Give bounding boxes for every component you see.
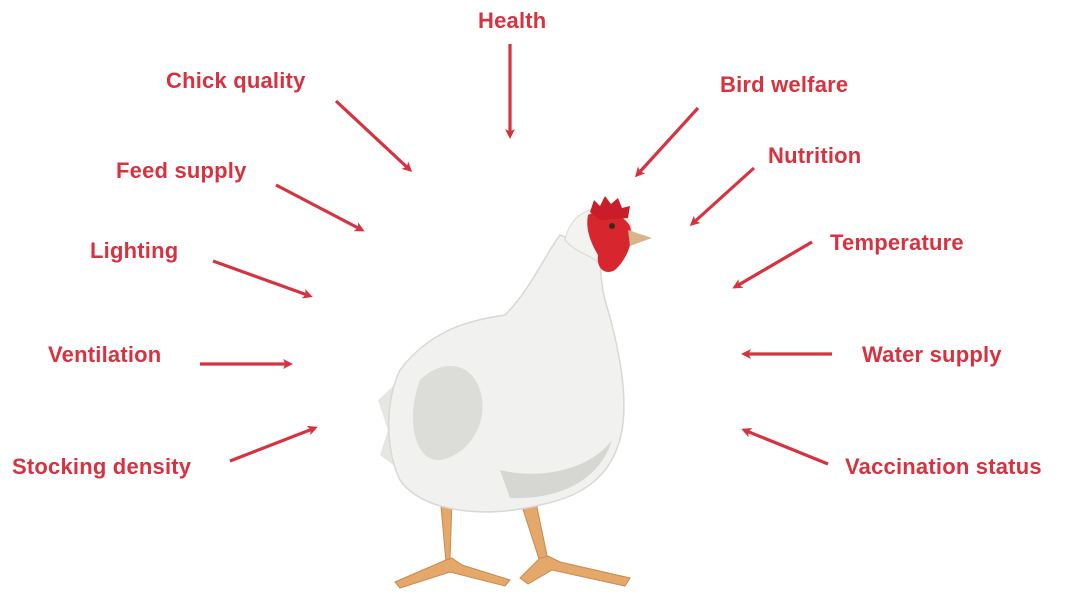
arrow-lighting	[213, 261, 310, 296]
label-water-supply: Water supply	[862, 342, 1002, 368]
label-stocking-density: Stocking density	[12, 454, 191, 480]
arrow-temperature	[735, 242, 812, 287]
label-temperature: Temperature	[830, 230, 964, 256]
arrow-stocking-density	[230, 428, 315, 461]
label-chick-quality: Chick quality	[166, 68, 306, 94]
label-nutrition: Nutrition	[768, 143, 861, 169]
label-vaccination-status: Vaccination status	[845, 454, 1042, 480]
label-health: Health	[478, 8, 546, 34]
arrow-feed-supply	[276, 185, 362, 230]
label-ventilation: Ventilation	[48, 342, 161, 368]
label-lighting: Lighting	[90, 238, 178, 264]
label-bird-welfare: Bird welfare	[720, 72, 848, 98]
arrow-chick-quality	[336, 101, 410, 170]
arrow-bird-welfare	[637, 108, 698, 175]
label-feed-supply: Feed supply	[116, 158, 247, 184]
arrow-vaccination-status	[744, 430, 828, 464]
arrow-nutrition	[692, 168, 754, 224]
